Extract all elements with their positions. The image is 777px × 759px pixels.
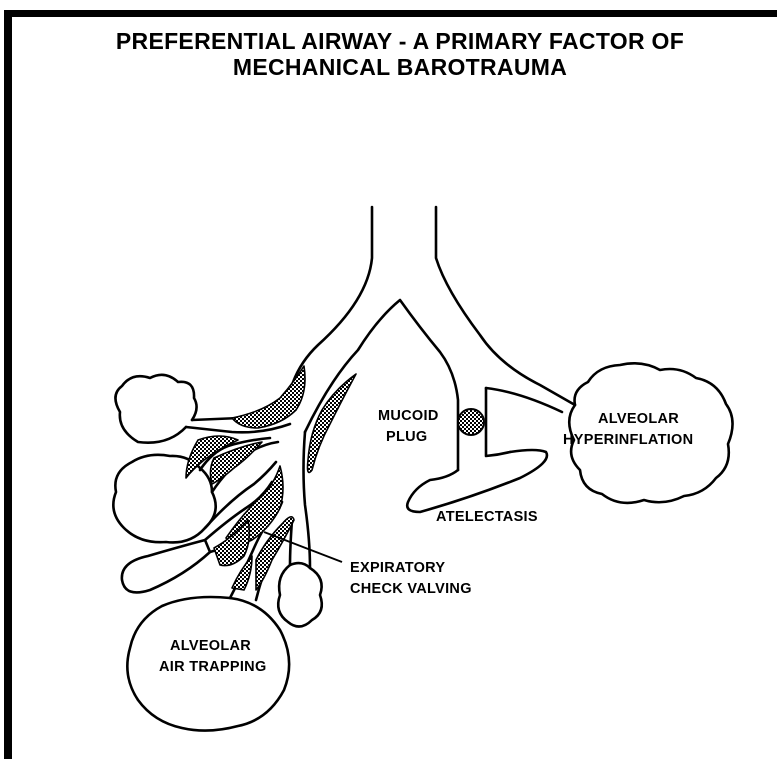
label-expiratory: EXPIRATORY bbox=[350, 560, 445, 576]
alveolus-small-lower bbox=[278, 563, 322, 626]
trachea-right-wall bbox=[436, 207, 575, 405]
label-mucoid: MUCOID bbox=[378, 408, 439, 424]
label-check-valving: CHECK VALVING bbox=[350, 581, 472, 597]
label-hyperinflation: HYPERINFLATION bbox=[563, 432, 693, 448]
carina-edge bbox=[305, 300, 458, 470]
label-air-trapping: AIR TRAPPING bbox=[159, 659, 267, 675]
label-alveolar-trap: ALVEOLAR bbox=[170, 638, 251, 654]
mucoid-plug bbox=[458, 409, 484, 435]
secretion-inner bbox=[308, 374, 357, 472]
label-alveolar-hyper: ALVEOLAR bbox=[598, 411, 679, 427]
right-bronchus-inner bbox=[486, 388, 510, 456]
bronchiole-upper-a bbox=[186, 424, 290, 432]
label-plug: PLUG bbox=[386, 429, 427, 445]
secretion-upper bbox=[232, 366, 305, 428]
atelectasis-lobe bbox=[407, 450, 547, 512]
label-atelectasis: ATELECTASIS bbox=[436, 509, 538, 525]
alveolus-upper-left bbox=[115, 375, 196, 443]
alveolus-lower-left bbox=[122, 540, 210, 592]
